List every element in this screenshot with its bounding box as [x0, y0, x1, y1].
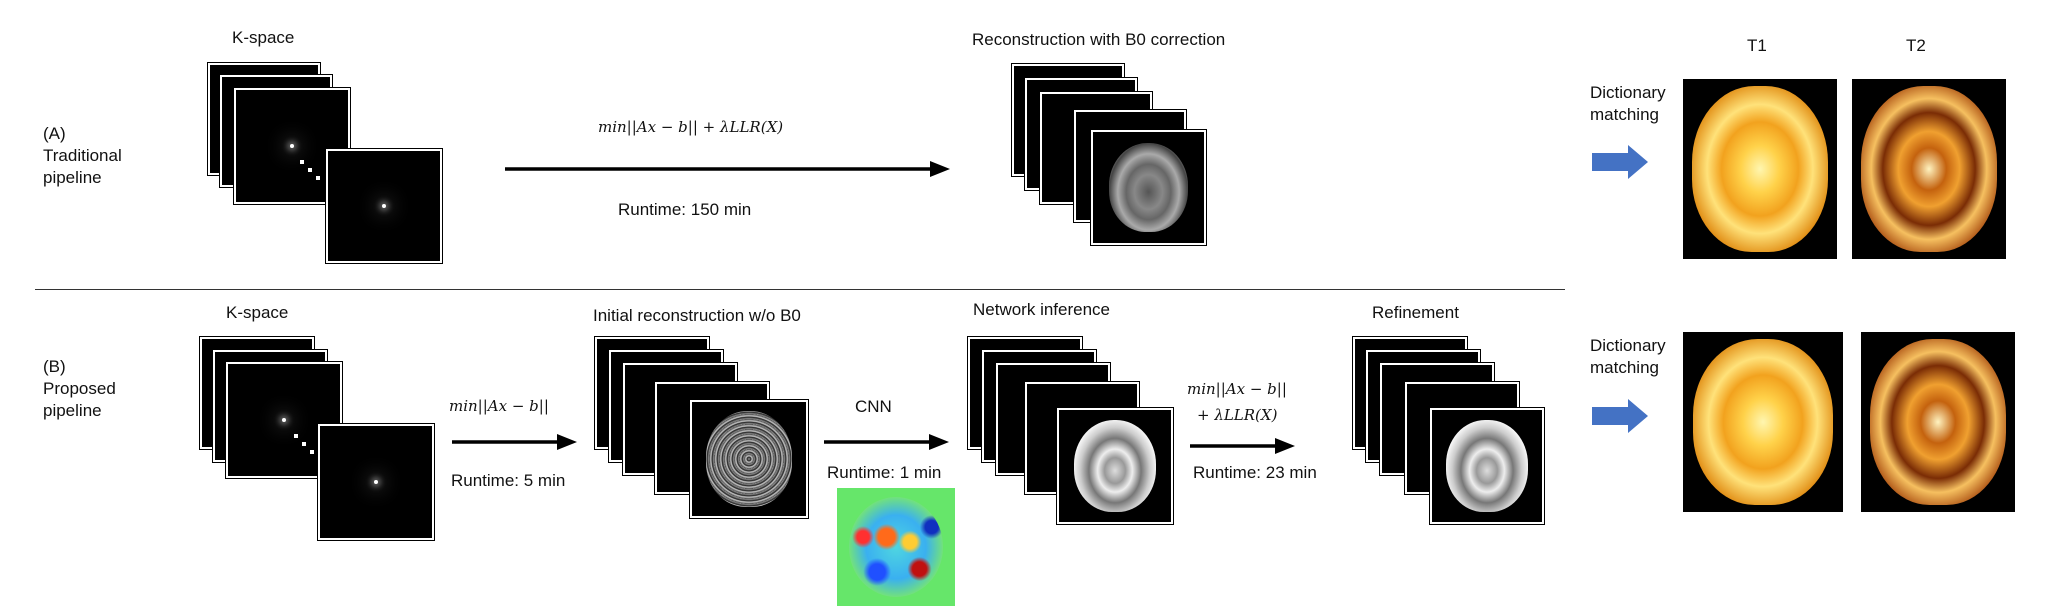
row-b-runtime3: Runtime: 23 min — [1193, 463, 1317, 482]
row-a-label-line2: pipeline — [43, 168, 102, 187]
noisy-brain-slice — [705, 411, 793, 507]
row-b-dict-label: Dictionary matching — [1590, 335, 1666, 379]
row-b-label: (B) Proposed pipeline — [43, 356, 116, 422]
clean-brain-slice — [1073, 420, 1157, 512]
row-b-label-line2: pipeline — [43, 401, 102, 420]
row-b-runtime2: Runtime: 1 min — [827, 463, 942, 482]
row-b-equation2-line1: min||Ax − b|| — [1187, 380, 1287, 398]
network-brain-image — [1057, 408, 1173, 524]
row-a-t2-map — [1852, 79, 2006, 259]
row-b-equation2-line2: + λLLR(X) — [1197, 406, 1278, 424]
row-b-refinement-title: Refinement — [1372, 303, 1459, 322]
kspace-frame — [326, 149, 442, 263]
t1-map-image — [1692, 339, 1834, 505]
row-a-recon-title: Reconstruction with B0 correction — [972, 30, 1226, 49]
refined-brain-slice — [1446, 420, 1528, 512]
row-b-kspace-title: K-space — [226, 303, 289, 322]
row-a-dict-line2: matching — [1590, 105, 1659, 124]
row-b-label-line1: Proposed — [43, 379, 116, 398]
row-a-dict-arrow — [1592, 145, 1648, 179]
section-divider — [35, 289, 1565, 290]
row-a-dict-label: Dictionary matching — [1590, 82, 1666, 126]
b0-field-map — [837, 488, 955, 606]
ellipsis-dots — [300, 160, 328, 188]
b0-field-disk — [848, 497, 944, 597]
initial-brain-image — [690, 400, 808, 518]
t2-map-image — [1861, 86, 1997, 252]
ellipsis-dots — [294, 434, 322, 462]
brain-slice — [1108, 143, 1189, 232]
row-b-t1-map — [1683, 332, 1843, 512]
row-a-equation: min||Ax − b|| + λLLR(X) — [598, 118, 784, 136]
t2-label: T2 — [1906, 36, 1926, 55]
row-b-network-title: Network inference — [973, 300, 1111, 319]
row-b-arrow2 — [824, 434, 949, 450]
t1-map-image — [1692, 86, 1828, 252]
row-b-dict-arrow — [1592, 399, 1648, 433]
t1-label: T1 — [1747, 36, 1767, 55]
row-a-letter: (A) — [43, 124, 66, 143]
recon-brain-image — [1091, 130, 1206, 245]
row-b-dict-line1: Dictionary — [1590, 336, 1666, 355]
row-b-runtime1: Runtime: 5 min — [451, 471, 566, 490]
row-a-kspace-title: K-space — [232, 28, 295, 47]
kspace-frame — [318, 424, 434, 540]
row-b-arrow3 — [1190, 438, 1295, 454]
refinement-brain-image — [1430, 408, 1544, 524]
row-a-arrow — [505, 161, 950, 177]
row-b-cnn-label: CNN — [855, 397, 892, 416]
row-a-dict-line1: Dictionary — [1590, 83, 1666, 102]
row-b-arrow1 — [452, 434, 577, 450]
row-a-label: (A) Traditional pipeline — [43, 123, 122, 189]
row-a-t1-map — [1683, 79, 1837, 259]
row-a-runtime: Runtime: 150 min — [618, 200, 752, 219]
row-b-initial-title: Initial reconstruction w/o B0 — [593, 306, 801, 325]
row-b-letter: (B) — [43, 357, 66, 376]
row-b-equation1: min||Ax − b|| — [449, 397, 549, 415]
row-b-t2-map — [1861, 332, 2015, 512]
t2-map-image — [1870, 339, 2006, 505]
row-a-label-line1: Traditional — [43, 146, 122, 165]
row-b-dict-line2: matching — [1590, 358, 1659, 377]
